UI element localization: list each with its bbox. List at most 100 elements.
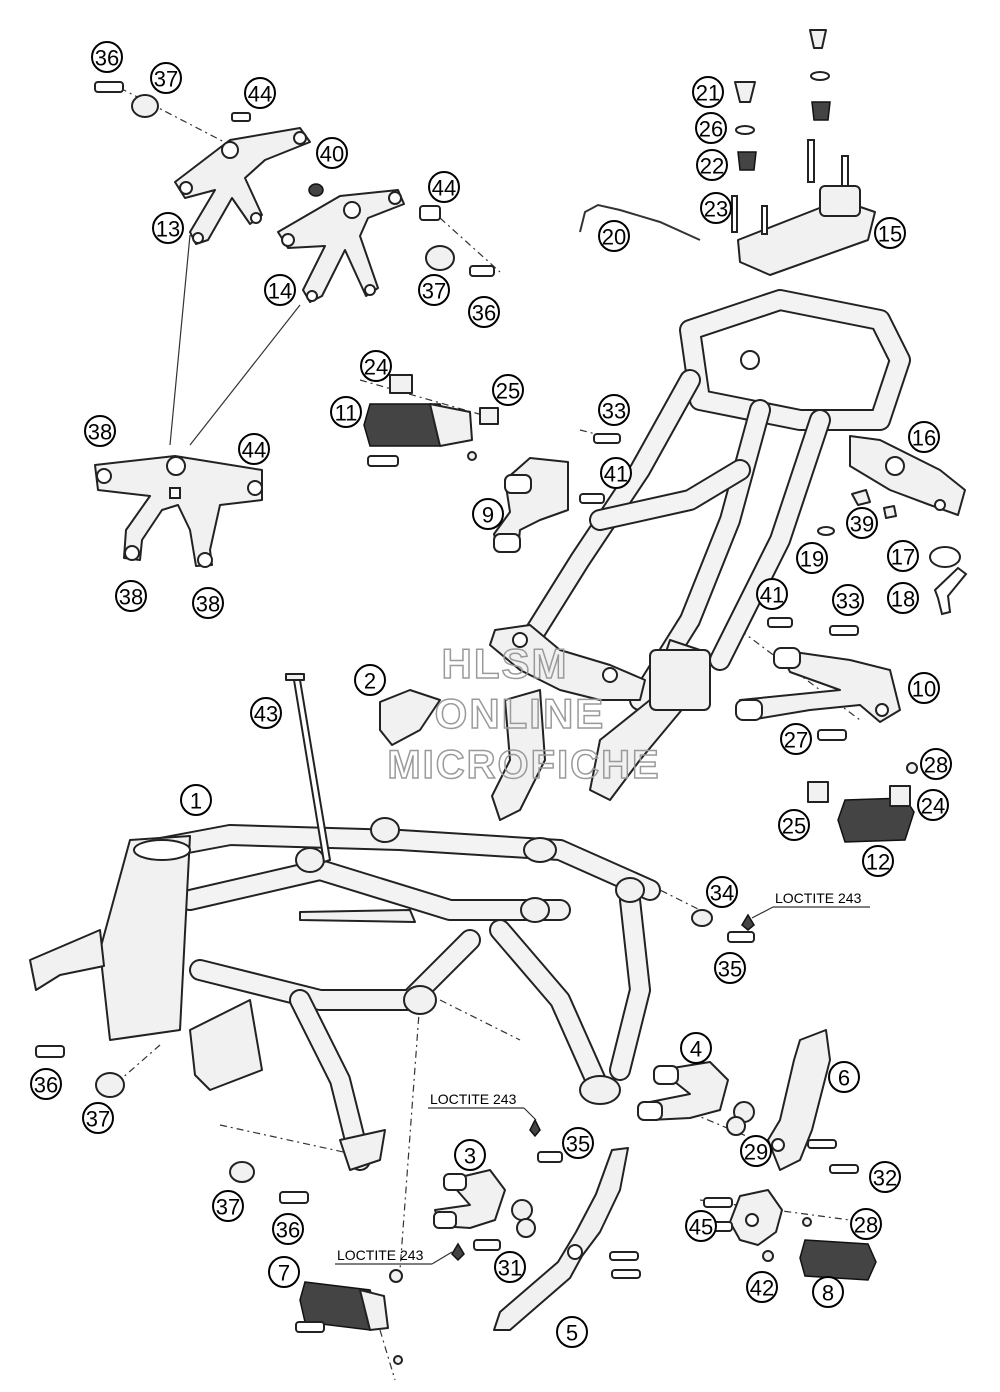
watermark-line-1: HLSM (442, 640, 569, 687)
bracket-10 (735, 617, 901, 741)
callout-33: 33 (832, 584, 864, 616)
callout-number: 37 (154, 67, 178, 92)
bracket-14 (277, 189, 405, 303)
callout-7: 7 (268, 1256, 300, 1288)
callout-number: 42 (750, 1276, 774, 1301)
callout-number: 28 (924, 753, 948, 778)
callout-28: 28 (850, 1208, 882, 1240)
callout-25: 25 (778, 809, 810, 841)
callout-2: 2 (354, 664, 386, 696)
callout-number: 41 (760, 583, 784, 608)
bracket-16 (849, 435, 966, 516)
callout-number: 44 (432, 176, 456, 201)
callout-11: 11 (330, 396, 362, 428)
callout-13: 13 (152, 212, 184, 244)
wire-20 (579, 203, 701, 241)
callout-number: 26 (699, 117, 723, 142)
callout-number: 23 (704, 197, 728, 222)
callout-number: 19 (800, 547, 824, 572)
callout-number: 21 (696, 81, 720, 106)
callout-39: 39 (846, 507, 878, 539)
callout-17: 17 (887, 540, 919, 572)
callout-37: 37 (150, 62, 182, 94)
callout-24: 24 (360, 350, 392, 382)
clip-18 (933, 566, 968, 616)
plate-15 (731, 29, 876, 276)
watermark: HLSM ONLINE MICROFICHE (387, 639, 660, 788)
rod-43 (285, 673, 332, 864)
callout-38: 38 (84, 415, 116, 447)
callout-40: 40 (316, 137, 348, 169)
footpeg-7 (295, 1269, 403, 1365)
callout-6: 6 (828, 1061, 860, 1093)
bolt-36-top (94, 81, 495, 277)
callout-number: 24 (364, 355, 388, 380)
callout-number: 2 (364, 669, 376, 694)
callout-number: 35 (718, 957, 742, 982)
callout-15: 15 (874, 217, 906, 249)
spring-19 (817, 526, 835, 536)
callout-38: 38 (192, 587, 224, 619)
callout-number: 13 (156, 217, 180, 242)
callout-31: 31 (494, 1251, 526, 1283)
callout-35: 35 (562, 1127, 594, 1159)
lever-6 (767, 1029, 859, 1174)
y-bracket (94, 455, 263, 568)
bolts-34-35 (691, 909, 755, 943)
callout-20: 20 (598, 220, 630, 252)
callout-number: 39 (850, 512, 874, 537)
callout-number: 36 (472, 301, 496, 326)
callout-35: 35 (714, 952, 746, 984)
callout-44: 44 (428, 171, 460, 203)
callout-45: 45 (685, 1210, 717, 1242)
callout-number: 25 (496, 379, 520, 404)
callout-37: 37 (82, 1102, 114, 1134)
loctite-note-3: LOCTITE 243 (335, 1247, 453, 1265)
callout-22: 22 (696, 149, 728, 181)
callout-number: 15 (878, 222, 902, 247)
callout-16: 16 (908, 421, 940, 453)
callout-33: 33 (598, 394, 630, 426)
callout-23: 23 (700, 192, 732, 224)
frame-1 (29, 817, 661, 1171)
lever-5 (493, 1147, 641, 1331)
callout-12: 12 (862, 845, 894, 877)
watermark-line-2: ONLINE (435, 690, 606, 737)
callout-number: 20 (602, 225, 626, 250)
callout-number: 24 (921, 794, 945, 819)
callout-number: 35 (566, 1132, 590, 1157)
callout-number: 8 (822, 1281, 834, 1306)
callout-number: 14 (268, 279, 292, 304)
callout-number: 7 (278, 1261, 290, 1286)
callout-number: 18 (891, 587, 915, 612)
callout-number: 36 (276, 1218, 300, 1243)
callout-43: 43 (250, 697, 282, 729)
callout-42: 42 (746, 1271, 778, 1303)
callout-number: 32 (873, 1166, 897, 1191)
callout-number: 40 (320, 142, 344, 167)
callout-number: 36 (95, 46, 119, 71)
callout-8: 8 (812, 1276, 844, 1308)
callout-18: 18 (887, 582, 919, 614)
callout-bubbles: 1234567891011121314151617181920212223242… (30, 41, 952, 1348)
callout-36: 36 (30, 1068, 62, 1100)
callout-25: 25 (492, 374, 524, 406)
callout-number: 10 (912, 677, 936, 702)
callout-36: 36 (91, 41, 123, 73)
callout-19: 19 (796, 542, 828, 574)
bracket-9 (493, 433, 621, 553)
callout-38: 38 (115, 580, 147, 612)
bracket-13 (174, 127, 311, 245)
callout-number: 4 (690, 1037, 702, 1062)
bolt-36-lower (229, 1161, 309, 1204)
callout-number: 6 (838, 1066, 850, 1091)
callout-36: 36 (468, 296, 500, 328)
loctite-note-1: LOCTITE 243 (751, 890, 870, 919)
callout-number: 31 (498, 1256, 522, 1281)
bolt-36-left (35, 1045, 125, 1098)
watermark-line-3: MICROFICHE (387, 743, 660, 787)
callout-34: 34 (706, 876, 738, 908)
callout-number: 37 (422, 279, 446, 304)
clip-39b (883, 505, 897, 519)
